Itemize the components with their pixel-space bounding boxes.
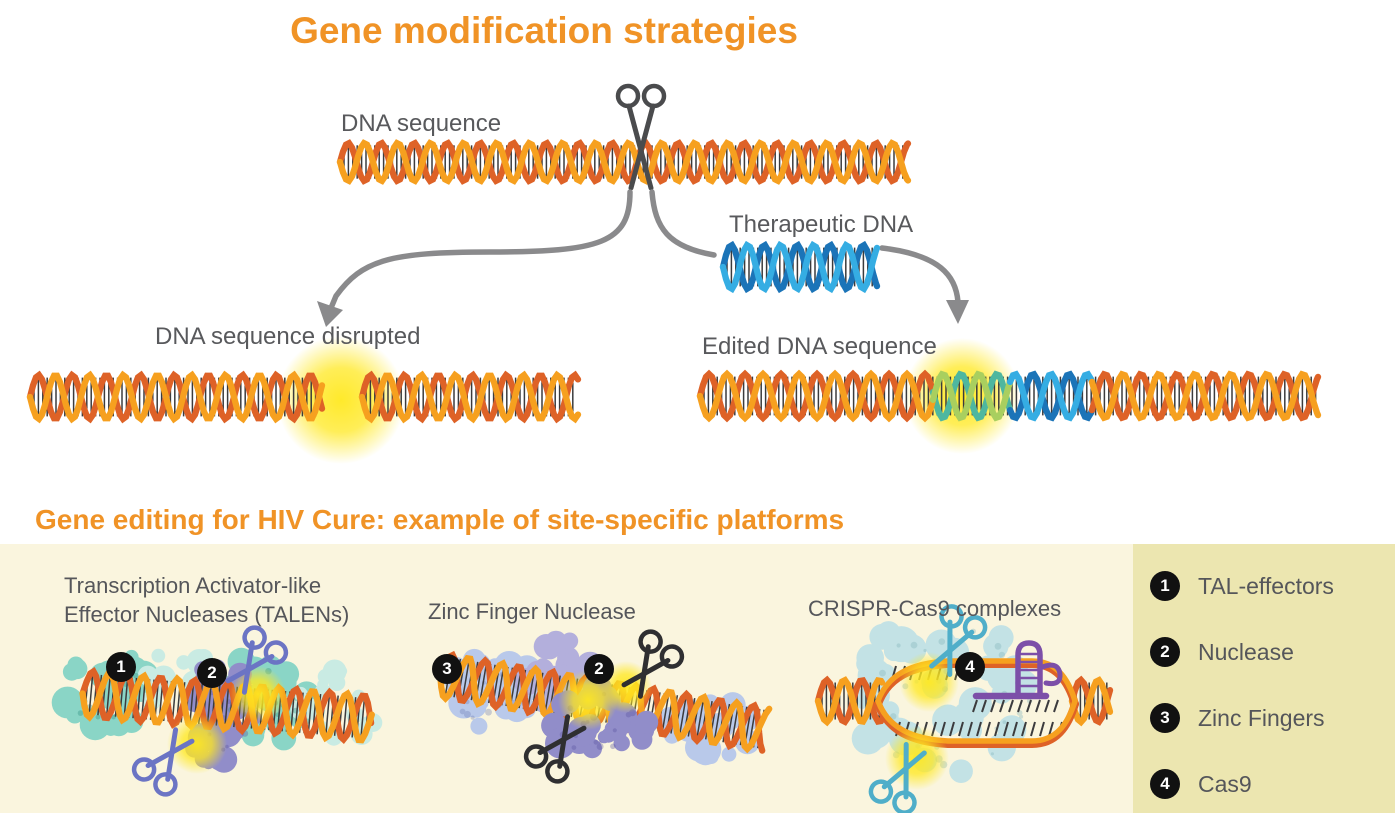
legend-item-tal-effectors: 1 TAL-effectors (1150, 571, 1334, 601)
arrowhead-left (317, 301, 343, 327)
legend-label-cas9: Cas9 (1198, 770, 1252, 797)
scissors-icon (523, 714, 587, 784)
legend-badge-1: 1 (1150, 571, 1180, 601)
marker-badge-zinc-fingers: 3 (432, 654, 462, 684)
dna-helix (26, 370, 326, 424)
platform-title-crispr: CRISPR-Cas9 complexes (808, 596, 1062, 621)
legend-badge-4: 4 (1150, 769, 1180, 799)
cut-glow (904, 338, 1020, 454)
guide-rna (972, 640, 1063, 700)
arrow-to-disrupted (328, 189, 633, 311)
marker-badge-nuclease-talen: 2 (197, 658, 227, 688)
legend-badge-3: 3 (1150, 703, 1180, 733)
edited-label: Edited DNA sequence (702, 333, 937, 360)
flow-arrows (328, 189, 961, 311)
page-title: Gene modification strategies (290, 10, 798, 51)
dna-helix (719, 240, 881, 294)
dna-helix (814, 675, 886, 727)
arrowhead-right (946, 300, 969, 324)
legend-item-zinc-fingers: 3 Zinc Fingers (1150, 703, 1325, 733)
cut-glow (277, 336, 405, 464)
marker-badge-cas9: 4 (955, 652, 985, 682)
dna-helix (696, 369, 1322, 423)
dna-helix (336, 139, 912, 185)
legend-item-nuclease: 2 Nuclease (1150, 637, 1294, 667)
legend-badge-2: 2 (1150, 637, 1180, 667)
marker-badge-nuclease-zfn: 2 (584, 654, 614, 684)
cut-glow (899, 652, 959, 712)
therapeutic-dna-label: Therapeutic DNA (729, 211, 914, 238)
platform-title-talens-line2: Effector Nucleases (TALENs) (64, 602, 350, 627)
legend-label-tal-effectors: TAL-effectors (1198, 572, 1334, 599)
arrow-to-therapeutic (649, 189, 717, 258)
scissors-icon (868, 741, 927, 813)
scissors-icon (225, 625, 289, 695)
disrupted-label: DNA sequence disrupted (155, 323, 421, 350)
scissors-icon (615, 83, 667, 191)
scissors-icon (929, 604, 988, 678)
cut-glow (167, 714, 227, 774)
legend-label-zinc-fingers: Zinc Fingers (1198, 704, 1325, 731)
platform-title-zfn: Zinc Finger Nuclease (428, 599, 636, 624)
legend-label-nuclease: Nuclease (1198, 638, 1294, 665)
platform-title-talens-line1: Transcription Activator-like (64, 573, 322, 598)
scissors-icon (131, 727, 195, 797)
legend-item-cas9: 4 Cas9 (1150, 769, 1252, 799)
marker-badge-tal-effectors: 1 (106, 652, 136, 682)
section-heading: Gene editing for HIV Cure: example of si… (35, 504, 845, 535)
dna-sequence-label: DNA sequence (341, 110, 502, 137)
arrow-to-edited (879, 245, 961, 305)
dna-helix (358, 370, 582, 424)
dna-helix (1068, 675, 1114, 727)
platform-title-talens: Transcription Activator-like Effector Nu… (64, 571, 349, 629)
scissors-icon (621, 629, 685, 699)
